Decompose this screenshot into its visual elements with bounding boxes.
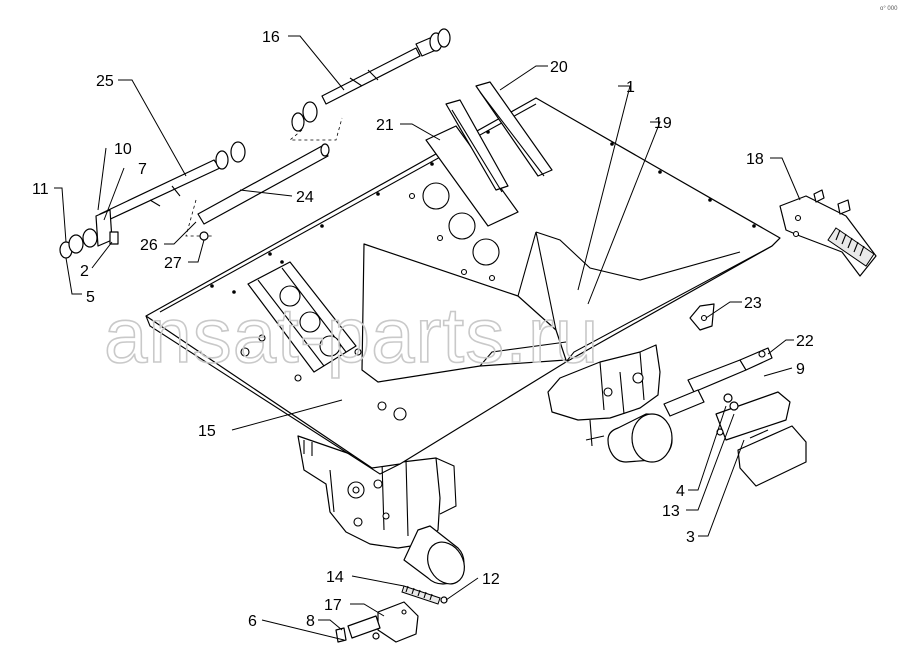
callout-5: 5 <box>86 289 95 306</box>
leader-lines <box>54 35 801 641</box>
callout-27: 27 <box>164 255 182 272</box>
shaft-25 <box>99 141 246 223</box>
callout-6: 6 <box>248 613 257 630</box>
callout-10: 10 <box>114 141 132 158</box>
main-tray-panel <box>145 97 781 475</box>
callout-22: 22 <box>796 333 814 350</box>
pin-6-8 <box>335 627 347 643</box>
callout-9: 9 <box>796 361 805 378</box>
bracket-17 <box>347 601 419 643</box>
callout-19: 19 <box>654 115 672 132</box>
callout-7-8: 8 <box>306 613 315 630</box>
corner-mark: o° 000 <box>880 6 898 12</box>
callout-26: 26 <box>140 237 158 254</box>
callout-1: 1 <box>626 79 635 96</box>
spring-14 <box>401 585 448 605</box>
callout-23: 23 <box>744 295 762 312</box>
bushing-set-16 <box>288 101 343 141</box>
callout-14: 14 <box>326 569 344 586</box>
watermark-text: ansat-parts.ru <box>104 291 599 379</box>
callout-7: 7 <box>138 161 147 178</box>
cover-plate-21 <box>425 125 519 227</box>
callout-18: 18 <box>746 151 764 168</box>
callout-3: 3 <box>686 529 695 546</box>
callout-12: 12 <box>482 571 500 588</box>
rear-support-casting <box>547 344 673 463</box>
end-bracket-18 <box>779 189 877 277</box>
callout-25: 25 <box>96 73 114 90</box>
callout-labels: 1 2 3 4 5 6 8 7 9 10 11 12 13 14 15 16 1… <box>32 29 814 630</box>
callout-4: 4 <box>676 483 685 500</box>
callout-21: 21 <box>376 117 394 134</box>
callout-2: 2 <box>80 263 89 280</box>
callout-16: 16 <box>262 29 280 46</box>
callout-20: 20 <box>550 59 568 76</box>
callout-17: 17 <box>324 597 342 614</box>
callout-15: 15 <box>198 423 216 440</box>
front-support-casting <box>297 435 465 585</box>
shaft-16 <box>321 28 451 105</box>
washers-11-10-5 <box>59 209 209 259</box>
angle-strip-20 <box>445 81 553 193</box>
cover-plate-3 <box>715 391 807 487</box>
callout-13: 13 <box>662 503 680 520</box>
callout-11: 11 <box>32 181 49 198</box>
callout-24: 24 <box>296 189 314 206</box>
bracket-22 <box>663 347 773 417</box>
